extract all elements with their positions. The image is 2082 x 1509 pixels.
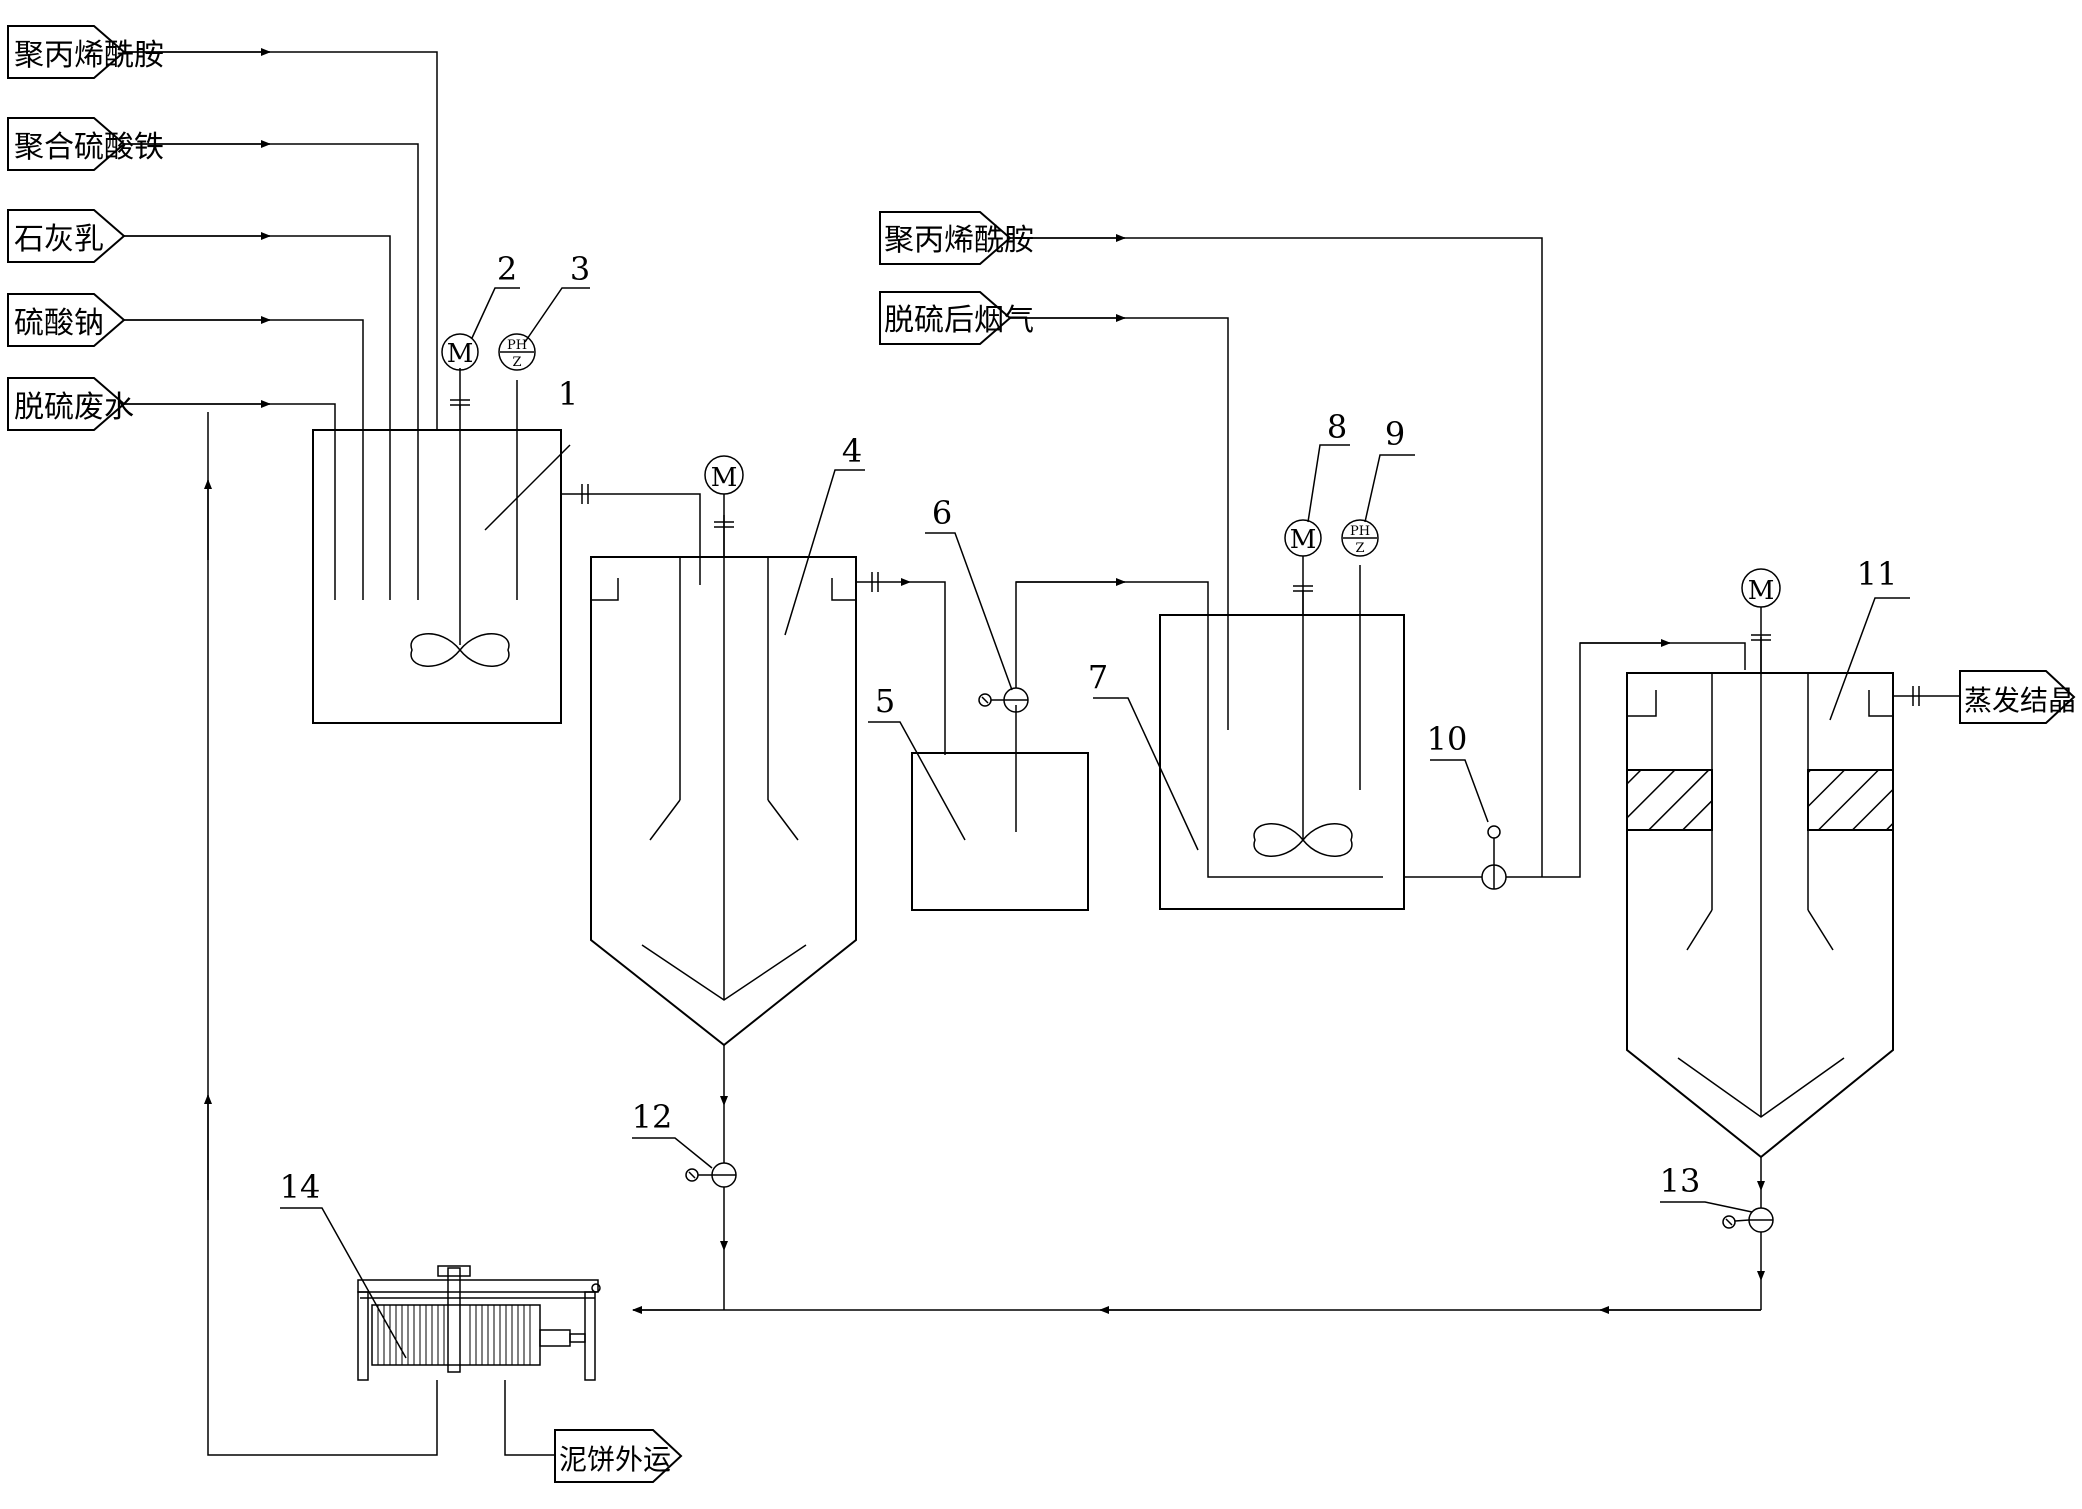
output-label: 蒸发结晶 bbox=[1964, 684, 2076, 717]
callout-2: 2 bbox=[471, 250, 520, 339]
callout-13: 13 bbox=[1660, 1162, 1753, 1213]
motor-label: M bbox=[711, 463, 738, 493]
svg-text:3: 3 bbox=[570, 250, 590, 288]
agitator-impeller bbox=[410, 633, 510, 667]
pump-10 bbox=[1481, 825, 1507, 890]
motor-2: M bbox=[441, 333, 479, 410]
filter-press-cake-line bbox=[504, 1380, 555, 1456]
input-label: 聚丙烯酰胺 bbox=[884, 223, 1034, 258]
ph-label-bottom: Z bbox=[512, 355, 521, 370]
motor-clarifier-4: M bbox=[704, 455, 744, 557]
svg-text:11: 11 bbox=[1857, 555, 1898, 593]
feed-lines-tank1 bbox=[124, 48, 438, 600]
ph-label-top: PH bbox=[507, 338, 527, 353]
input-arrow-flue-gas: 脱硫后烟气 bbox=[879, 291, 1034, 345]
svg-text:1: 1 bbox=[558, 375, 578, 413]
input-label: 聚合硫酸铁 bbox=[14, 130, 164, 165]
callout-5: 5 bbox=[868, 682, 966, 841]
callout-11: 11 bbox=[1829, 555, 1910, 721]
callout-8: 8 bbox=[1307, 408, 1350, 523]
motor-label: M bbox=[1748, 576, 1775, 606]
agitator-impeller bbox=[1253, 823, 1353, 857]
intermediate-tank-5 bbox=[911, 705, 1089, 911]
callout-14: 14 bbox=[280, 1168, 407, 1359]
motor-8: M bbox=[1284, 519, 1322, 615]
input-arrow-lime-milk: 石灰乳 bbox=[7, 209, 126, 263]
motor-label: M bbox=[447, 339, 474, 369]
svg-text:2: 2 bbox=[497, 250, 517, 288]
clarifier-11 bbox=[1626, 637, 1894, 1159]
callout-6: 6 bbox=[925, 494, 1013, 691]
pump-12 bbox=[685, 1162, 737, 1188]
svg-text:12: 12 bbox=[632, 1098, 673, 1136]
ph-meter-3: PH Z bbox=[498, 333, 536, 371]
ph-label-bottom: Z bbox=[1355, 541, 1364, 556]
input-arrow-pfs: 聚合硫酸铁 bbox=[7, 117, 164, 171]
input-label: 聚丙烯酰胺 bbox=[14, 38, 164, 73]
filter-press-filtrate-line bbox=[204, 412, 438, 1456]
pipe-tank7-to-clarifier11 bbox=[1404, 639, 1746, 878]
callout-10: 10 bbox=[1427, 720, 1489, 823]
input-arrow-pam-left: 聚丙烯酰胺 bbox=[7, 25, 164, 79]
output-arrow-sludge-cake: 泥饼外运 bbox=[554, 1429, 683, 1483]
input-label: 脱硫废水 bbox=[14, 390, 134, 425]
callout-1: 1 bbox=[484, 375, 578, 531]
svg-text:10: 10 bbox=[1427, 720, 1468, 758]
svg-text:14: 14 bbox=[280, 1168, 321, 1206]
clarifier-4 bbox=[590, 515, 857, 1047]
input-arrow-wastewater: 脱硫废水 bbox=[7, 377, 134, 431]
pipe-tank1-to-clarifier4 bbox=[561, 484, 701, 585]
svg-text:4: 4 bbox=[842, 432, 862, 470]
svg-text:7: 7 bbox=[1088, 658, 1108, 696]
motor-label: M bbox=[1290, 525, 1317, 555]
reaction-tank-7 bbox=[1159, 565, 1405, 910]
svg-text:6: 6 bbox=[932, 494, 952, 532]
callout-12: 12 bbox=[632, 1098, 713, 1169]
svg-text:8: 8 bbox=[1327, 408, 1347, 446]
pipe-clarifier11-outlet bbox=[1893, 686, 1960, 706]
input-label: 石灰乳 bbox=[14, 222, 104, 257]
input-arrow-sodium-sulfate: 硫酸钠 bbox=[7, 293, 126, 347]
pipe-clarifier4-to-tank5 bbox=[856, 572, 946, 755]
input-label: 硫酸钠 bbox=[14, 306, 104, 341]
pipe-pump6-to-tank7 bbox=[1015, 578, 1209, 730]
callout-4: 4 bbox=[784, 432, 865, 636]
filter-press-14 bbox=[357, 1265, 601, 1381]
callout-7: 7 bbox=[1088, 658, 1199, 851]
ph-meter-9: PH Z bbox=[1341, 519, 1379, 557]
pipe-flue-gas bbox=[1010, 314, 1229, 730]
pump-6 bbox=[978, 687, 1029, 713]
motor-clarifier-11: M bbox=[1741, 568, 1781, 673]
input-label: 脱硫后烟气 bbox=[884, 303, 1034, 338]
callout-9: 9 bbox=[1364, 415, 1415, 523]
pump-13 bbox=[1722, 1207, 1774, 1233]
input-arrow-pam-mid: 聚丙烯酰胺 bbox=[879, 211, 1034, 265]
reaction-tank-1 bbox=[312, 380, 562, 724]
pipe-pam-mid bbox=[1010, 234, 1543, 877]
output-arrow-evaporation: 蒸发结晶 bbox=[1959, 670, 2076, 724]
svg-text:5: 5 bbox=[875, 682, 895, 720]
output-label: 泥饼外运 bbox=[559, 1443, 671, 1476]
svg-text:9: 9 bbox=[1385, 415, 1405, 453]
ph-label-top: PH bbox=[1350, 524, 1370, 539]
svg-text:13: 13 bbox=[1660, 1162, 1701, 1200]
callout-3: 3 bbox=[524, 250, 590, 343]
